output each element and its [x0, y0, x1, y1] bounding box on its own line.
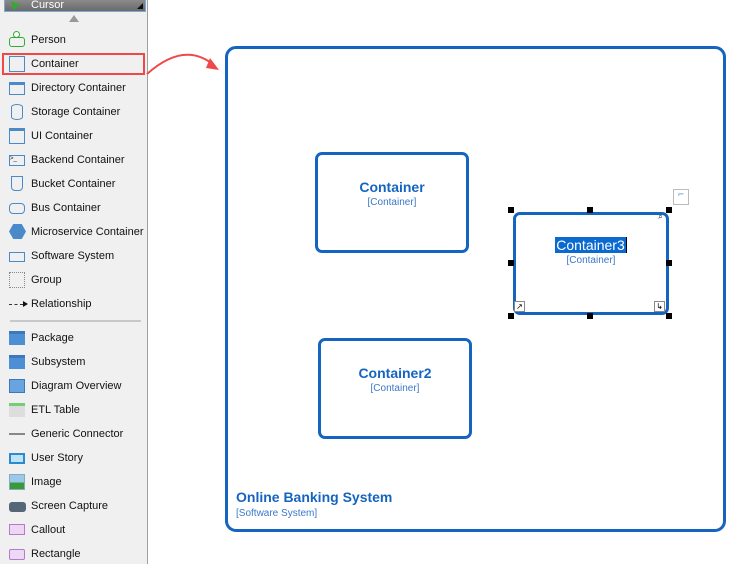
etl-table-icon: [9, 402, 27, 418]
toolbar-item-image[interactable]: Image: [2, 471, 145, 493]
toolbar-item-directory-container[interactable]: Directory Container: [2, 77, 145, 99]
expand-icon: [137, 3, 143, 9]
toolbar-item-label: Callout: [31, 524, 66, 536]
toolbar-item-label: Bus Container: [31, 202, 101, 214]
cursor-label: Cursor: [31, 0, 65, 11]
generic-connector-icon: [9, 426, 27, 442]
package-icon: [9, 330, 27, 346]
toolbar-item-label: Generic Connector: [31, 428, 124, 440]
container-type: [Container]: [370, 383, 420, 394]
toolbar-item-software-system[interactable]: Software System: [2, 245, 145, 267]
toolbar-item-label: Person: [31, 34, 66, 46]
toolbar-item-label: User Story: [31, 452, 83, 464]
toolbar-item-container[interactable]: Container: [2, 53, 145, 75]
container-type: [Container]: [566, 255, 616, 266]
toolbar-item-group[interactable]: Group: [2, 269, 145, 291]
toolbar-item-bus-container[interactable]: Bus Container: [2, 197, 145, 219]
system-type: [Software System]: [236, 508, 318, 519]
toolbar-item-label: Subsystem: [31, 356, 86, 368]
callout-icon: [9, 522, 27, 538]
container-type: [Container]: [367, 197, 417, 208]
toolbar-item-user-story[interactable]: User Story: [2, 447, 145, 469]
toolbar-item-package[interactable]: Package: [2, 327, 145, 349]
system-name: Online Banking System: [236, 489, 393, 505]
toolbar-item-relationship[interactable]: Relationship: [2, 293, 145, 315]
resize-handle[interactable]: [508, 207, 514, 213]
group-icon: [9, 272, 27, 288]
directory-container-icon: [9, 80, 27, 96]
resize-handle[interactable]: [666, 313, 672, 319]
relationship-icon: [9, 296, 28, 312]
toolbar-item-label: Screen Capture: [31, 500, 109, 512]
cursor-tool[interactable]: Cursor: [4, 0, 146, 12]
toolbar-item-label: Software System: [31, 250, 115, 262]
toolbar-item-label: Diagram Overview: [31, 380, 122, 392]
toolbar-item-backend-container[interactable]: >_ Backend Container: [2, 149, 145, 171]
toolbar-item-bucket-container[interactable]: Bucket Container: [2, 173, 145, 195]
diagram-overview-icon: [9, 378, 27, 394]
bucket-container-icon: [9, 176, 27, 192]
toolbar-item-storage-container[interactable]: Storage Container: [2, 101, 145, 123]
open-subdiagram-icon[interactable]: ↗: [514, 301, 525, 312]
container-name-editor[interactable]: Container3: [555, 237, 627, 253]
backend-container-icon: >_: [9, 152, 27, 168]
toolbar-item-label: ETL Table: [31, 404, 80, 416]
toolbar-item-label: Rectangle: [31, 548, 81, 560]
reference-icon[interactable]: ↳: [654, 301, 665, 312]
container2-box[interactable]: Container2 [Container]: [318, 338, 472, 439]
toolbar-item-rectangle[interactable]: Rectangle: [2, 543, 145, 565]
storage-container-icon: [9, 104, 27, 120]
rectangle-icon: [9, 546, 27, 562]
camera-icon: [9, 498, 27, 514]
toolbar-item-label: Relationship: [31, 298, 92, 310]
resize-handle[interactable]: [508, 313, 514, 319]
resize-handle[interactable]: [666, 207, 672, 213]
zoom-icon[interactable]: ⌕: [658, 212, 663, 221]
toolbar-item-ui-container[interactable]: UI Container: [2, 125, 145, 147]
resize-handle[interactable]: [587, 207, 593, 213]
toolbar-item-diagram-overview[interactable]: Diagram Overview: [2, 375, 145, 397]
toolbar-item-person[interactable]: Person: [2, 29, 145, 51]
toolbar-item-screen-capture[interactable]: Screen Capture: [2, 495, 145, 517]
toolbar-item-label: Bucket Container: [31, 178, 116, 190]
toolbar-item-generic-connector[interactable]: Generic Connector: [2, 423, 145, 445]
container-name: Container2: [358, 365, 432, 381]
container-box[interactable]: Container [Container]: [315, 152, 469, 253]
ui-container-icon: [9, 128, 27, 144]
toolbar-item-label: Backend Container: [31, 154, 125, 166]
connector-style-icon[interactable]: ⌐: [673, 189, 689, 205]
microservice-container-icon: [9, 224, 27, 240]
toolbar-item-label: UI Container: [31, 130, 93, 142]
user-story-icon: [9, 450, 27, 466]
resize-handle[interactable]: [666, 260, 672, 266]
image-icon: [9, 474, 27, 490]
resize-handle[interactable]: [587, 313, 593, 319]
toolbar-item-label: Microservice Container: [31, 226, 144, 238]
scroll-up-arrow[interactable]: [69, 15, 79, 22]
person-icon: [9, 31, 27, 48]
toolbar-item-label: Group: [31, 274, 62, 286]
separator: [10, 320, 141, 322]
toolbar-item-label: Image: [31, 476, 62, 488]
bus-container-icon: [9, 200, 27, 216]
resize-handle[interactable]: [508, 260, 514, 266]
toolbar-item-microservice-container[interactable]: Microservice Container: [2, 221, 145, 243]
toolbar-item-label: Container: [31, 58, 79, 70]
software-system-icon: [9, 248, 27, 264]
container3-box-selected[interactable]: Container3 [Container]: [513, 212, 669, 315]
toolbar-item-label: Package: [31, 332, 74, 344]
cursor-icon: [11, 1, 21, 11]
toolbar-item-label: Directory Container: [31, 82, 126, 94]
container-icon: [9, 56, 27, 72]
diagram-canvas[interactable]: Online Banking System [Software System] …: [149, 0, 741, 564]
toolbar-item-etl-table[interactable]: ETL Table: [2, 399, 145, 421]
toolbar-item-subsystem[interactable]: Subsystem: [2, 351, 145, 373]
toolbar-item-callout[interactable]: Callout: [2, 519, 145, 541]
subsystem-icon: [9, 354, 27, 370]
container-name: Container: [359, 179, 425, 195]
toolbar-item-label: Storage Container: [31, 106, 121, 118]
